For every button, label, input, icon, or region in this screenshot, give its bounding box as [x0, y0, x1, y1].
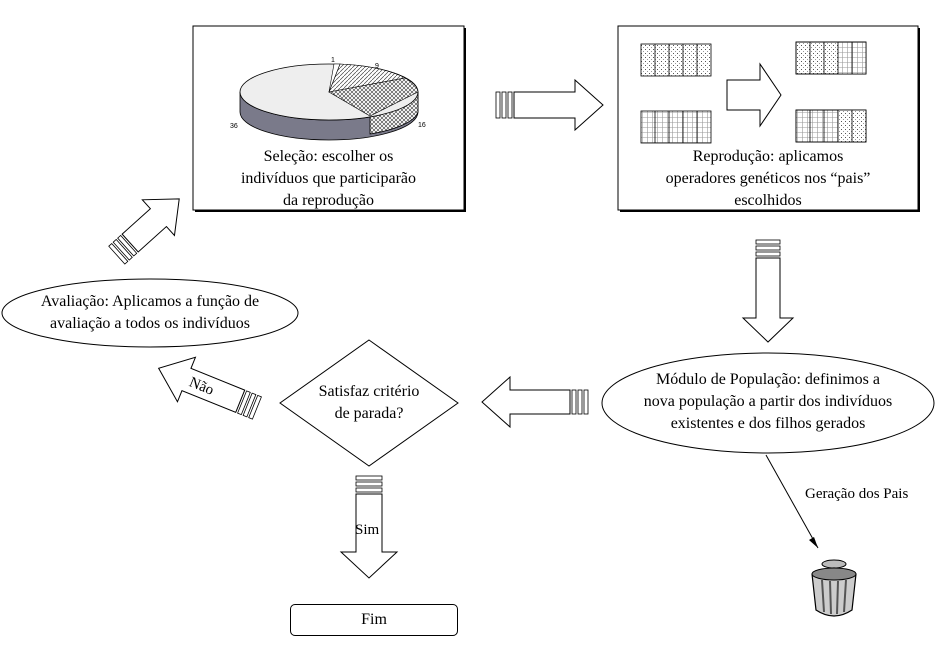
chromosome-parent-1: [640, 43, 712, 77]
label-sim: Sim: [355, 522, 380, 538]
population-ellipse: [601, 352, 935, 454]
selection-text-line: Seleção: escolher os: [263, 148, 394, 165]
reproduction-text-line: operadores genéticos nos “pais”: [665, 170, 871, 187]
arrow-selection-to-reproduction: [495, 78, 604, 132]
reproduction-text-line: escolhidos: [734, 192, 802, 209]
population-text-line: existentes e dos filhos gerados: [670, 415, 866, 432]
arrow-nao: Não: [157, 356, 262, 420]
pie-label-9: 9: [375, 63, 379, 70]
reproduction-text: Reprodução: aplicamos operadores genétic…: [618, 146, 918, 212]
evaluation-text-line: avaliação a todos os indivíduos: [50, 315, 250, 332]
pie-slice-9: [328, 63, 406, 93]
decision-text: Satisfaz critério de parada?: [290, 381, 448, 425]
pie-label-36: 36: [230, 123, 238, 130]
end-box: Fim: [290, 604, 458, 636]
arrow-avaliacao-to-selection: [108, 198, 180, 265]
selection-text: Seleção: escolher os indivíduos que part…: [193, 146, 464, 212]
end-label: Fim: [361, 611, 387, 628]
evaluation-ellipse: [1, 278, 299, 348]
population-text-line: nova população a partir dos indivíduos: [643, 393, 893, 410]
decision-text-line: de parada?: [334, 405, 404, 422]
discard-line: [765, 454, 819, 549]
pie-label-16: 16: [418, 122, 426, 129]
pie-slice-1: [328, 63, 341, 93]
chromosome-child-2: [795, 109, 867, 143]
pie-chart-3d: 1 9 16 36: [230, 57, 426, 141]
evaluation-text-line: Avaliação: Aplicamos a função de: [40, 293, 260, 310]
decision-diamond: [279, 339, 459, 467]
selection-text-line: indivíduos que participarão: [240, 170, 417, 187]
trash-can-icon: [811, 559, 857, 617]
evaluation-text: Avaliação: Aplicamos a função de avaliaç…: [2, 291, 298, 335]
arrow-population-to-decision: [481, 375, 589, 429]
chromosome-child-1: [795, 41, 867, 75]
population-text: Módulo de População: definimos a nova po…: [602, 369, 934, 435]
discard-arrowhead: [809, 537, 818, 548]
arrow-reproduction-to-population: [741, 239, 795, 343]
crossover-arrow: [726, 62, 782, 128]
reproduction-text-line: Reprodução: aplicamos: [692, 148, 844, 165]
pie-label-1: 1: [331, 57, 335, 64]
population-text-line: Módulo de População: definimos a: [656, 371, 880, 388]
decision-text-line: Satisfaz critério: [318, 383, 420, 400]
selection-text-line: da reprodução: [282, 192, 375, 209]
pie-slice-16: [328, 77, 419, 117]
arrow-sim-down: [339, 475, 399, 579]
chromosome-parent-2: [640, 110, 712, 144]
label-geracao-dos-pais: Geração dos Pais: [805, 486, 908, 502]
